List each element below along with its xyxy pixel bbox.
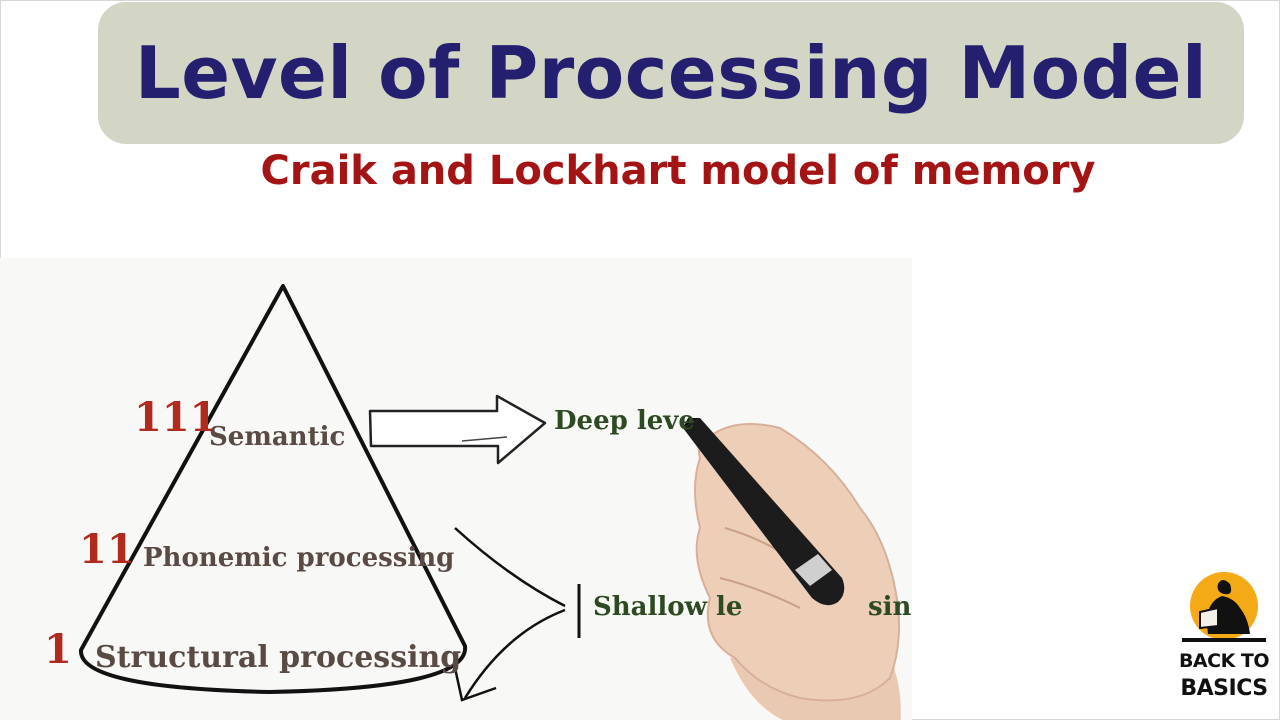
shallow-arrow-bottom: [463, 608, 566, 699]
shallow-level-label-tail: sin: [868, 592, 912, 622]
logo-line-2: BASICS: [1180, 676, 1268, 701]
level-three-label: Semantic: [209, 422, 346, 452]
deep-arrow-sketch-line: [461, 436, 508, 442]
hand-knuckle-line-2: [719, 577, 801, 609]
page-title: Level of Processing Model: [134, 31, 1208, 115]
cone-diagram: [79, 284, 901, 720]
marker-tip: [683, 418, 700, 428]
level-one-label: Structural processing: [95, 640, 462, 675]
shallow-level-label: Shallow le: [593, 592, 743, 622]
deep-arrow: [368, 394, 547, 465]
marker-band: [795, 554, 832, 586]
diagram-panel: 111 Semantic 11 Phonemic processing 1 St…: [0, 258, 912, 720]
shallow-arrow-head: [453, 667, 497, 702]
shallow-arrow-top: [454, 527, 566, 608]
logo-line-1: BACK TO: [1178, 650, 1270, 672]
level-three-numeral: 111: [134, 394, 218, 441]
level-two-numeral: 11: [79, 526, 135, 573]
logo-emblem-icon: [1182, 572, 1266, 642]
level-one-numeral: 1: [44, 626, 72, 673]
level-two-label: Phonemic processing: [143, 543, 455, 573]
back-to-basics-logo: BACK TO BASICS: [1178, 566, 1270, 706]
marker-body: [683, 418, 845, 606]
page-subtitle: Craik and Lockhart model of memory: [260, 148, 1096, 194]
deep-level-label: Deep leve: [554, 406, 695, 436]
title-banner: Level of Processing Model: [98, 2, 1244, 144]
cone-outline: [79, 284, 468, 694]
